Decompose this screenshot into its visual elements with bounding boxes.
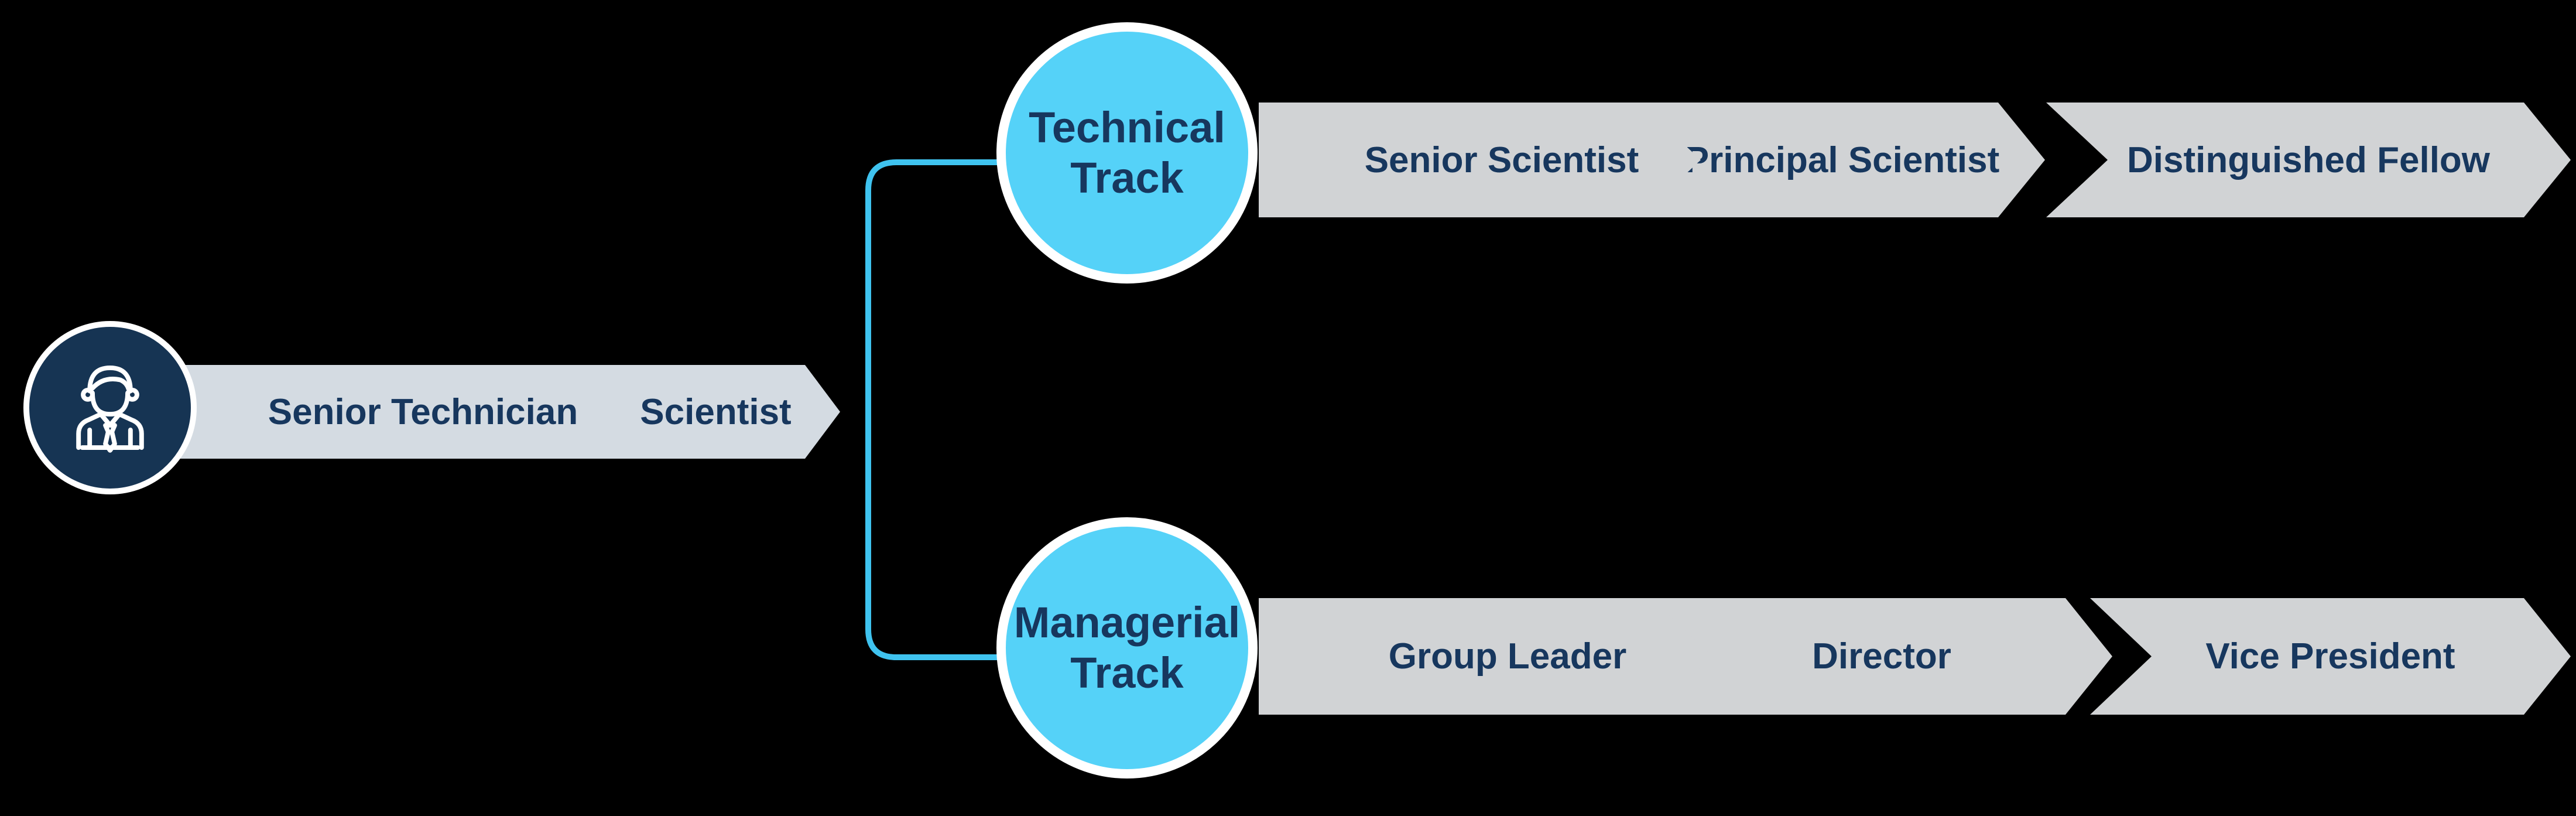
- chevron-senior-technician-label: Senior Technician: [268, 391, 578, 432]
- chevron-principal-scientist: Principal Scientist: [1639, 103, 2045, 217]
- managerial-track-label: Managerial Track: [1013, 598, 1241, 697]
- chevron-group-leader: Group Leader: [1259, 598, 1745, 715]
- technical-track-label: Technical Track: [1029, 103, 1225, 202]
- chevron-vice-president: Vice President: [2090, 598, 2571, 715]
- chevron-director: Director: [1651, 598, 2112, 715]
- person-icon: [76, 365, 144, 453]
- chevron-distinguished-fellow: Distinguished Fellow: [2046, 103, 2571, 217]
- chevron-principal-scientist-label: Principal Scientist: [1684, 139, 2000, 180]
- person-badge: [23, 321, 197, 494]
- track-circle-technical: Technical Track: [996, 22, 1258, 284]
- chevron-senior-scientist-label: Senior Scientist: [1364, 139, 1639, 180]
- branch-connector-path: [865, 159, 1002, 660]
- chevron-scientist: Scientist: [591, 365, 840, 459]
- chevron-group-leader-label: Group Leader: [1388, 636, 1627, 677]
- chevron-distinguished-fellow-label: Distinguished Fellow: [2126, 139, 2491, 180]
- chevron-senior-scientist: Senior Scientist: [1259, 103, 1733, 217]
- chevron-vice-president-label: Vice President: [2205, 636, 2455, 677]
- track-circle-managerial: Managerial Track: [996, 517, 1258, 779]
- chevron-scientist-label: Scientist: [640, 391, 792, 432]
- chevron-director-label: Director: [1812, 636, 1951, 677]
- chevron-senior-technician: Senior Technician: [176, 365, 659, 459]
